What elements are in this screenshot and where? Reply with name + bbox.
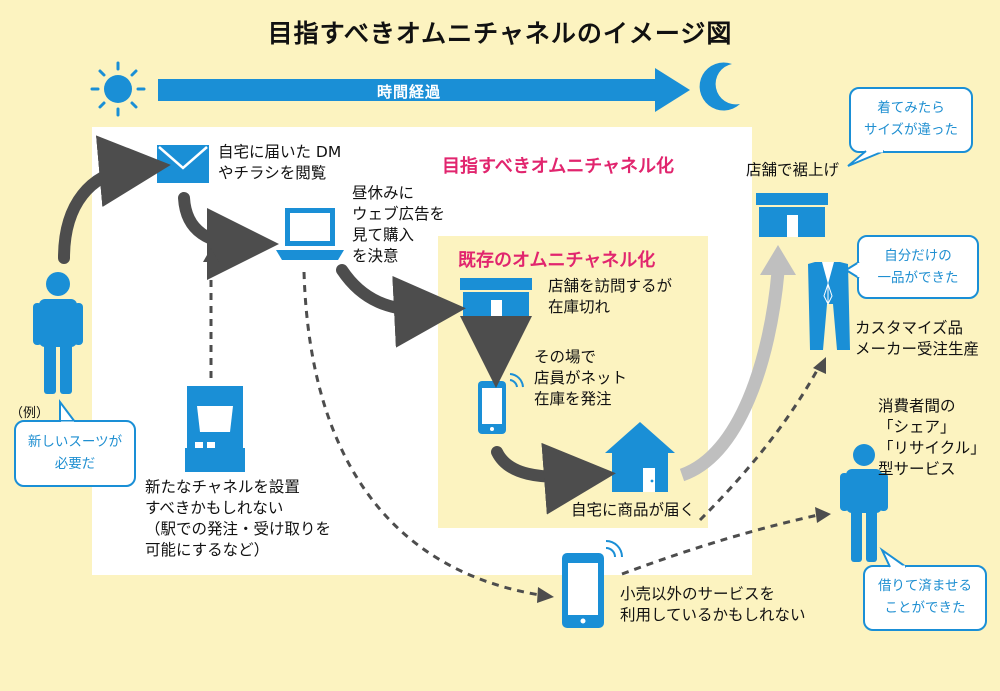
example-label: （例） [10, 406, 50, 421]
other-services-label: 小売以外のサービスを 利用しているかもしれない [620, 585, 806, 624]
order-net-label: その場で 店員がネット 在庫を発注 [534, 348, 628, 408]
custom-maker-label: カスタマイズ品 メーカー受注生産 [855, 319, 980, 358]
laptop-icon [276, 208, 344, 260]
target-section-title: 目指すべきオムニチャネル化 [442, 156, 675, 177]
visit-store-label: 店舗を訪問するが 在庫切れ [548, 277, 673, 316]
page-title: 目指すべきオムニチャネルのイメージ図 [267, 19, 733, 48]
bubble-text-size: 着てみたら サイズが違った [863, 100, 959, 138]
share-service-label: 消費者間の 「シェア」 「リサイクル」 型サービス [878, 397, 986, 478]
store-icon-alteration [756, 193, 828, 237]
speech-bubble-borrow [863, 546, 987, 631]
kiosk-label: 新たなチャネルを設置 すべきかもしれない （駅での発注・受け取りを 可能にするな… [145, 478, 332, 559]
flow-arrows [58, 135, 616, 515]
dashed-arrows [209, 258, 822, 597]
timeline-label: 時間経過 [377, 83, 442, 101]
person-icon-customer [33, 272, 83, 394]
smartphone-icon-bottom [562, 540, 623, 628]
bubble-text-borrow: 借りて済ませる ことができた [877, 578, 973, 616]
dm-label: 自宅に届いた DM やチラシを閲覧 [218, 143, 342, 182]
person-icon-consumer [840, 444, 888, 562]
moon-icon [699, 62, 740, 111]
smartphone-icon [478, 373, 524, 434]
speech-bubble-one-item [844, 235, 979, 299]
bubble-text-suit: 新しいスーツが 必要だ [27, 434, 123, 472]
envelope-icon [157, 145, 209, 183]
kiosk-icon [185, 386, 245, 472]
alteration-label: 店舗で裾上げ [746, 161, 840, 179]
home-delivery-label: 自宅に商品が届く [571, 501, 696, 519]
sun-icon [90, 61, 146, 117]
dashed-arrow-heads [203, 248, 831, 603]
bubble-text-one-item: 自分だけの 一品ができた [877, 248, 959, 286]
timeline-arrow [158, 68, 690, 112]
existing-section-title: 既存のオムニチャネル化 [458, 250, 656, 271]
suit-icon [808, 262, 850, 350]
speech-bubble-size [847, 87, 973, 167]
store-icon [460, 278, 532, 322]
alteration-arrow [679, 245, 796, 482]
web-ad-label: 昼休みに ウェブ広告を 見て購入 を決意 [352, 184, 446, 265]
speech-bubble-suit [14, 399, 136, 487]
house-icon [605, 422, 675, 492]
